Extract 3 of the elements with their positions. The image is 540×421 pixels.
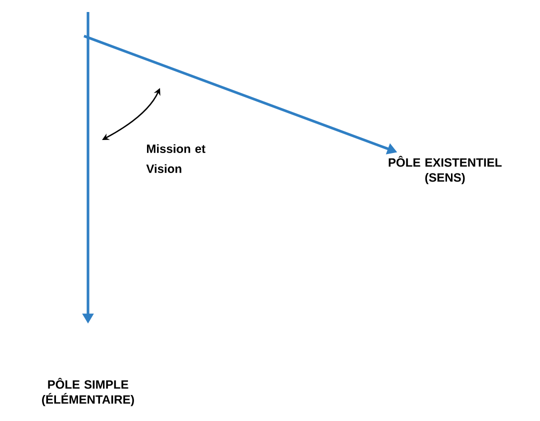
pole-label: PÔLE EXISTENTIEL (SENS) bbox=[388, 156, 502, 184]
angle-label: Mission et Vision bbox=[146, 144, 206, 173]
pole-label: PÔLE SIMPLE (ÉLÉMENTAIRE) bbox=[42, 378, 134, 406]
